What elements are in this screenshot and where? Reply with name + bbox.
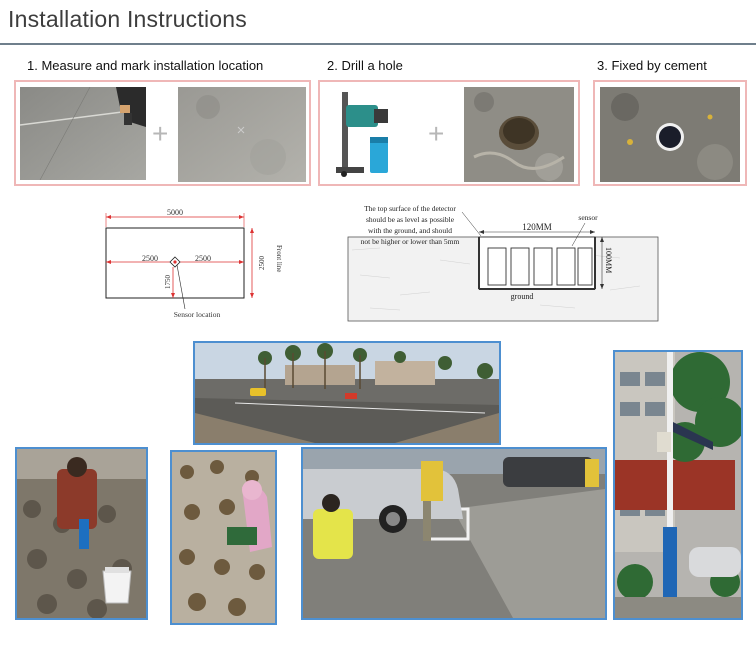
front-line-label: Front line <box>275 245 283 272</box>
note-line-4: not be higher or lower than 5mm <box>361 237 460 246</box>
plan-diagram: 5000 2500 2500 1750 2500 Front line Sens… <box>105 208 283 319</box>
title-divider <box>0 43 756 45</box>
section-diagram: 120MM 100MM sensor The top surface of th… <box>347 204 659 322</box>
dimension-total-width: 5000 <box>167 208 183 217</box>
measuring-photo <box>20 87 146 180</box>
pit-width-label: 120MM <box>522 222 552 232</box>
dimension-left-offset: 2500 <box>142 254 158 263</box>
sensor-location-caption: Sensor location <box>174 310 221 319</box>
dimension-vertical-offset: 1750 <box>164 275 172 290</box>
marked-floor-photo <box>178 87 306 182</box>
step-1-frame: + <box>14 80 311 186</box>
step-3-frame <box>593 80 747 186</box>
solar-pole-photo <box>613 350 743 620</box>
note-line-3: with the ground, and should <box>368 226 452 235</box>
plus-icon: + <box>152 118 169 149</box>
pit-depth-label: 100MM <box>604 247 613 273</box>
plus-icon: + <box>428 118 445 149</box>
street-panorama-photo <box>193 341 501 445</box>
note-line-2: should be as level as possible <box>366 215 455 224</box>
step-2-frame: + <box>318 80 580 186</box>
note-line-1: The top surface of the detector <box>364 204 456 213</box>
drilled-hole-photo <box>464 87 574 182</box>
page-title: Installation Instructions <box>8 6 247 32</box>
sensor-label: sensor <box>578 213 598 222</box>
parking-installation-photo <box>301 447 607 620</box>
dimension-side-height: 2500 <box>258 256 266 271</box>
tile-floor-worker-photo <box>170 450 277 625</box>
dimension-right-offset: 2500 <box>195 254 211 263</box>
step-3-label: 3. Fixed by cement <box>597 58 707 73</box>
core-drill-photo <box>326 87 408 182</box>
step-1-label: 1. Measure and mark installation locatio… <box>27 58 264 73</box>
step-2-label: 2. Drill a hole <box>327 58 403 73</box>
ground-label: ground <box>511 292 534 301</box>
cement-mixing-photo <box>15 447 148 620</box>
cemented-sensor-photo <box>600 87 740 182</box>
